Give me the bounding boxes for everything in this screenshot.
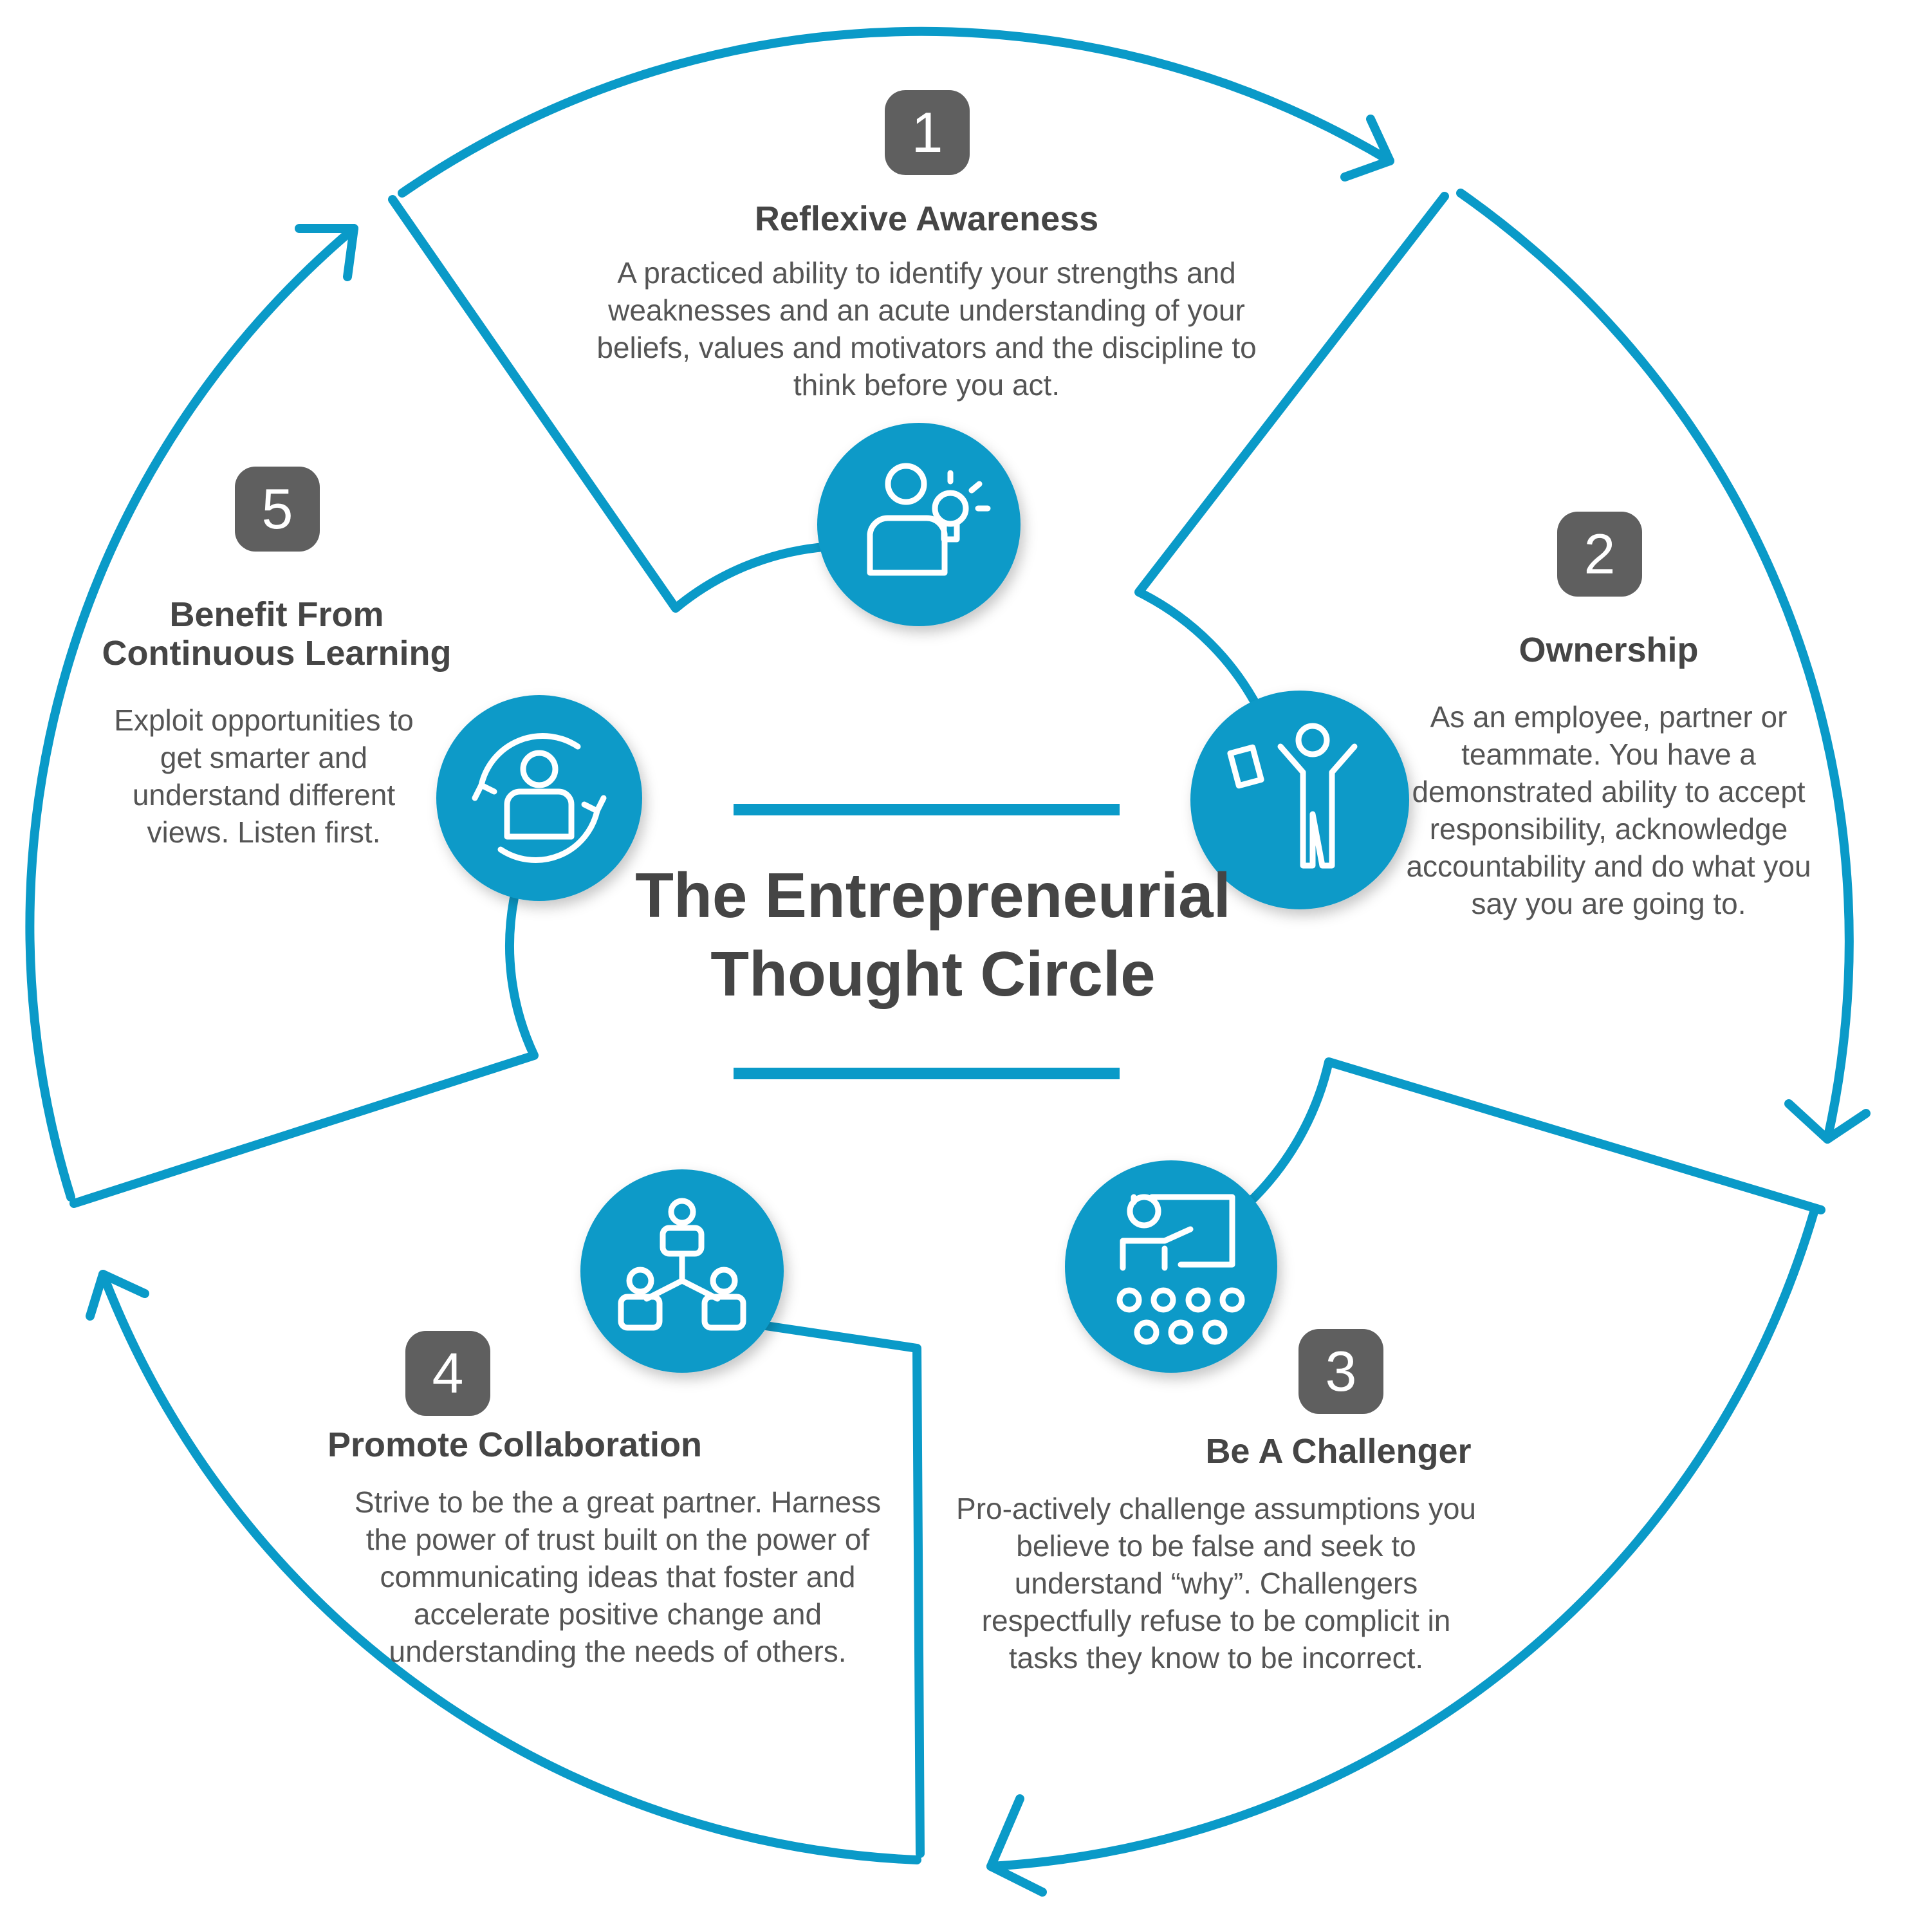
icon-circle-5	[436, 695, 642, 901]
icon-circle-3	[1065, 1160, 1277, 1373]
icon-circle-1	[817, 423, 1021, 626]
arc-arrow-3-to-4	[986, 1205, 1819, 1871]
diagram-title: The Entrepreneurial Thought Circle	[635, 860, 1231, 1009]
step-1-description: A practiced ability to identify your str…	[596, 256, 1257, 402]
arrowhead-2-to-3	[1784, 1099, 1871, 1144]
arrowhead-3-to-4	[986, 1794, 1047, 1897]
arrowhead-4-to-5	[86, 1270, 149, 1321]
arc-arrow-5-to-1	[25, 224, 358, 1202]
step-2-description: As an employee, partner or teammate. You…	[1406, 700, 1811, 920]
person-arms-raised-icon	[1227, 723, 1358, 869]
step-4-title: Promote Collaboration	[327, 1426, 703, 1464]
step-4-badge: 4	[405, 1331, 490, 1416]
step-3-badge: 3	[1298, 1329, 1383, 1414]
person-cycle-icon	[472, 733, 607, 863]
team-hierarchy-icon	[618, 1198, 746, 1331]
presenter-audience-icon	[1116, 1194, 1245, 1345]
step-1-title: Reflexive Awareness	[754, 200, 1099, 238]
arrowhead-1-to-2	[1340, 115, 1394, 181]
arc-arrow-4-to-5	[98, 1270, 921, 1864]
segment-1-outline	[388, 195, 828, 613]
step-3-title: Be A Challenger	[1205, 1432, 1472, 1471]
step-1-badge: 1	[885, 90, 970, 175]
segment-5-outline	[69, 890, 539, 1208]
step-2-title: Ownership	[1519, 631, 1699, 669]
person-lightbulb-icon	[867, 463, 991, 576]
segment-4-outline	[761, 1321, 925, 1858]
arc-arrow-2-to-3	[1456, 189, 1854, 1144]
step-3-description: Pro-actively challenge assumptions you b…	[956, 1492, 1476, 1675]
step-2-badge: 2	[1557, 512, 1642, 597]
segment-3-outline	[1244, 1057, 1825, 1214]
step-5-description: Exploit opportunities to get smarter and…	[114, 703, 414, 849]
step-5-badge: 5	[235, 467, 320, 552]
step-4-description: Strive to be the a great partner. Harnes…	[354, 1485, 882, 1668]
arc-arrow-1-to-2	[398, 26, 1394, 198]
arrowhead-5-to-1	[295, 224, 358, 281]
step-5-title: Benefit From Continuous Learning	[102, 595, 452, 673]
segment-2-outline	[1134, 192, 1449, 719]
